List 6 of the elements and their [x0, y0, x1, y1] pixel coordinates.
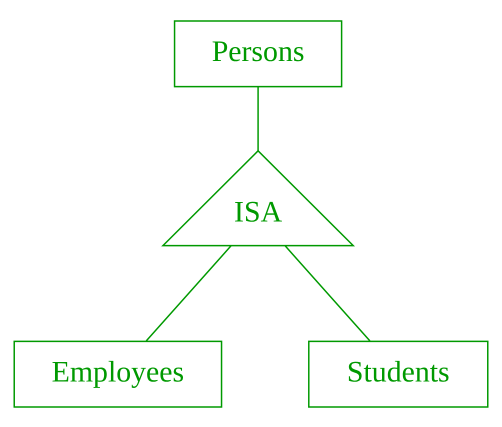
connector — [284, 244, 370, 341]
connector — [257, 86, 259, 150]
node-box: Employees — [13, 340, 222, 408]
node-box: Students — [308, 340, 489, 408]
node-box: Persons — [174, 20, 342, 87]
connector — [146, 244, 232, 341]
